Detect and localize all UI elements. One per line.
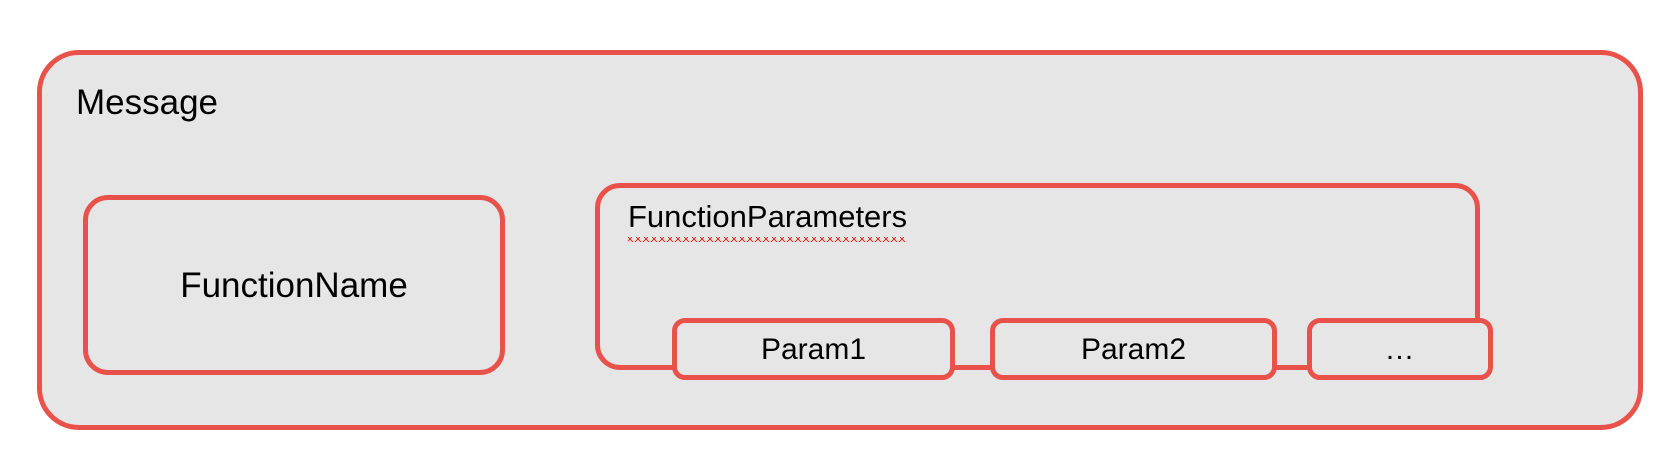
function-name-box[interactable]: FunctionName xyxy=(83,195,505,375)
parameter-chip-label: … xyxy=(1384,332,1416,366)
function-parameters-title-text: FunctionParameters xyxy=(628,199,908,242)
message-title: Message xyxy=(76,83,219,122)
parameter-chip-label: Param2 xyxy=(1080,332,1187,366)
parameter-chip-param1[interactable]: Param1 xyxy=(672,318,955,380)
function-parameters-title: FunctionParameters xyxy=(628,198,908,242)
function-name-label: FunctionName xyxy=(180,265,408,305)
function-parameters-box[interactable]: FunctionParameters Param1 Param2 … xyxy=(595,183,1493,380)
parameter-chip-more[interactable]: … xyxy=(1307,318,1493,380)
parameter-chip-param2[interactable]: Param2 xyxy=(990,318,1277,380)
message-container[interactable]: Message FunctionName FunctionParameters … xyxy=(37,50,1643,430)
parameter-chip-row: Param1 Param2 … xyxy=(672,318,1493,380)
parameter-chip-label: Param1 xyxy=(760,332,867,366)
